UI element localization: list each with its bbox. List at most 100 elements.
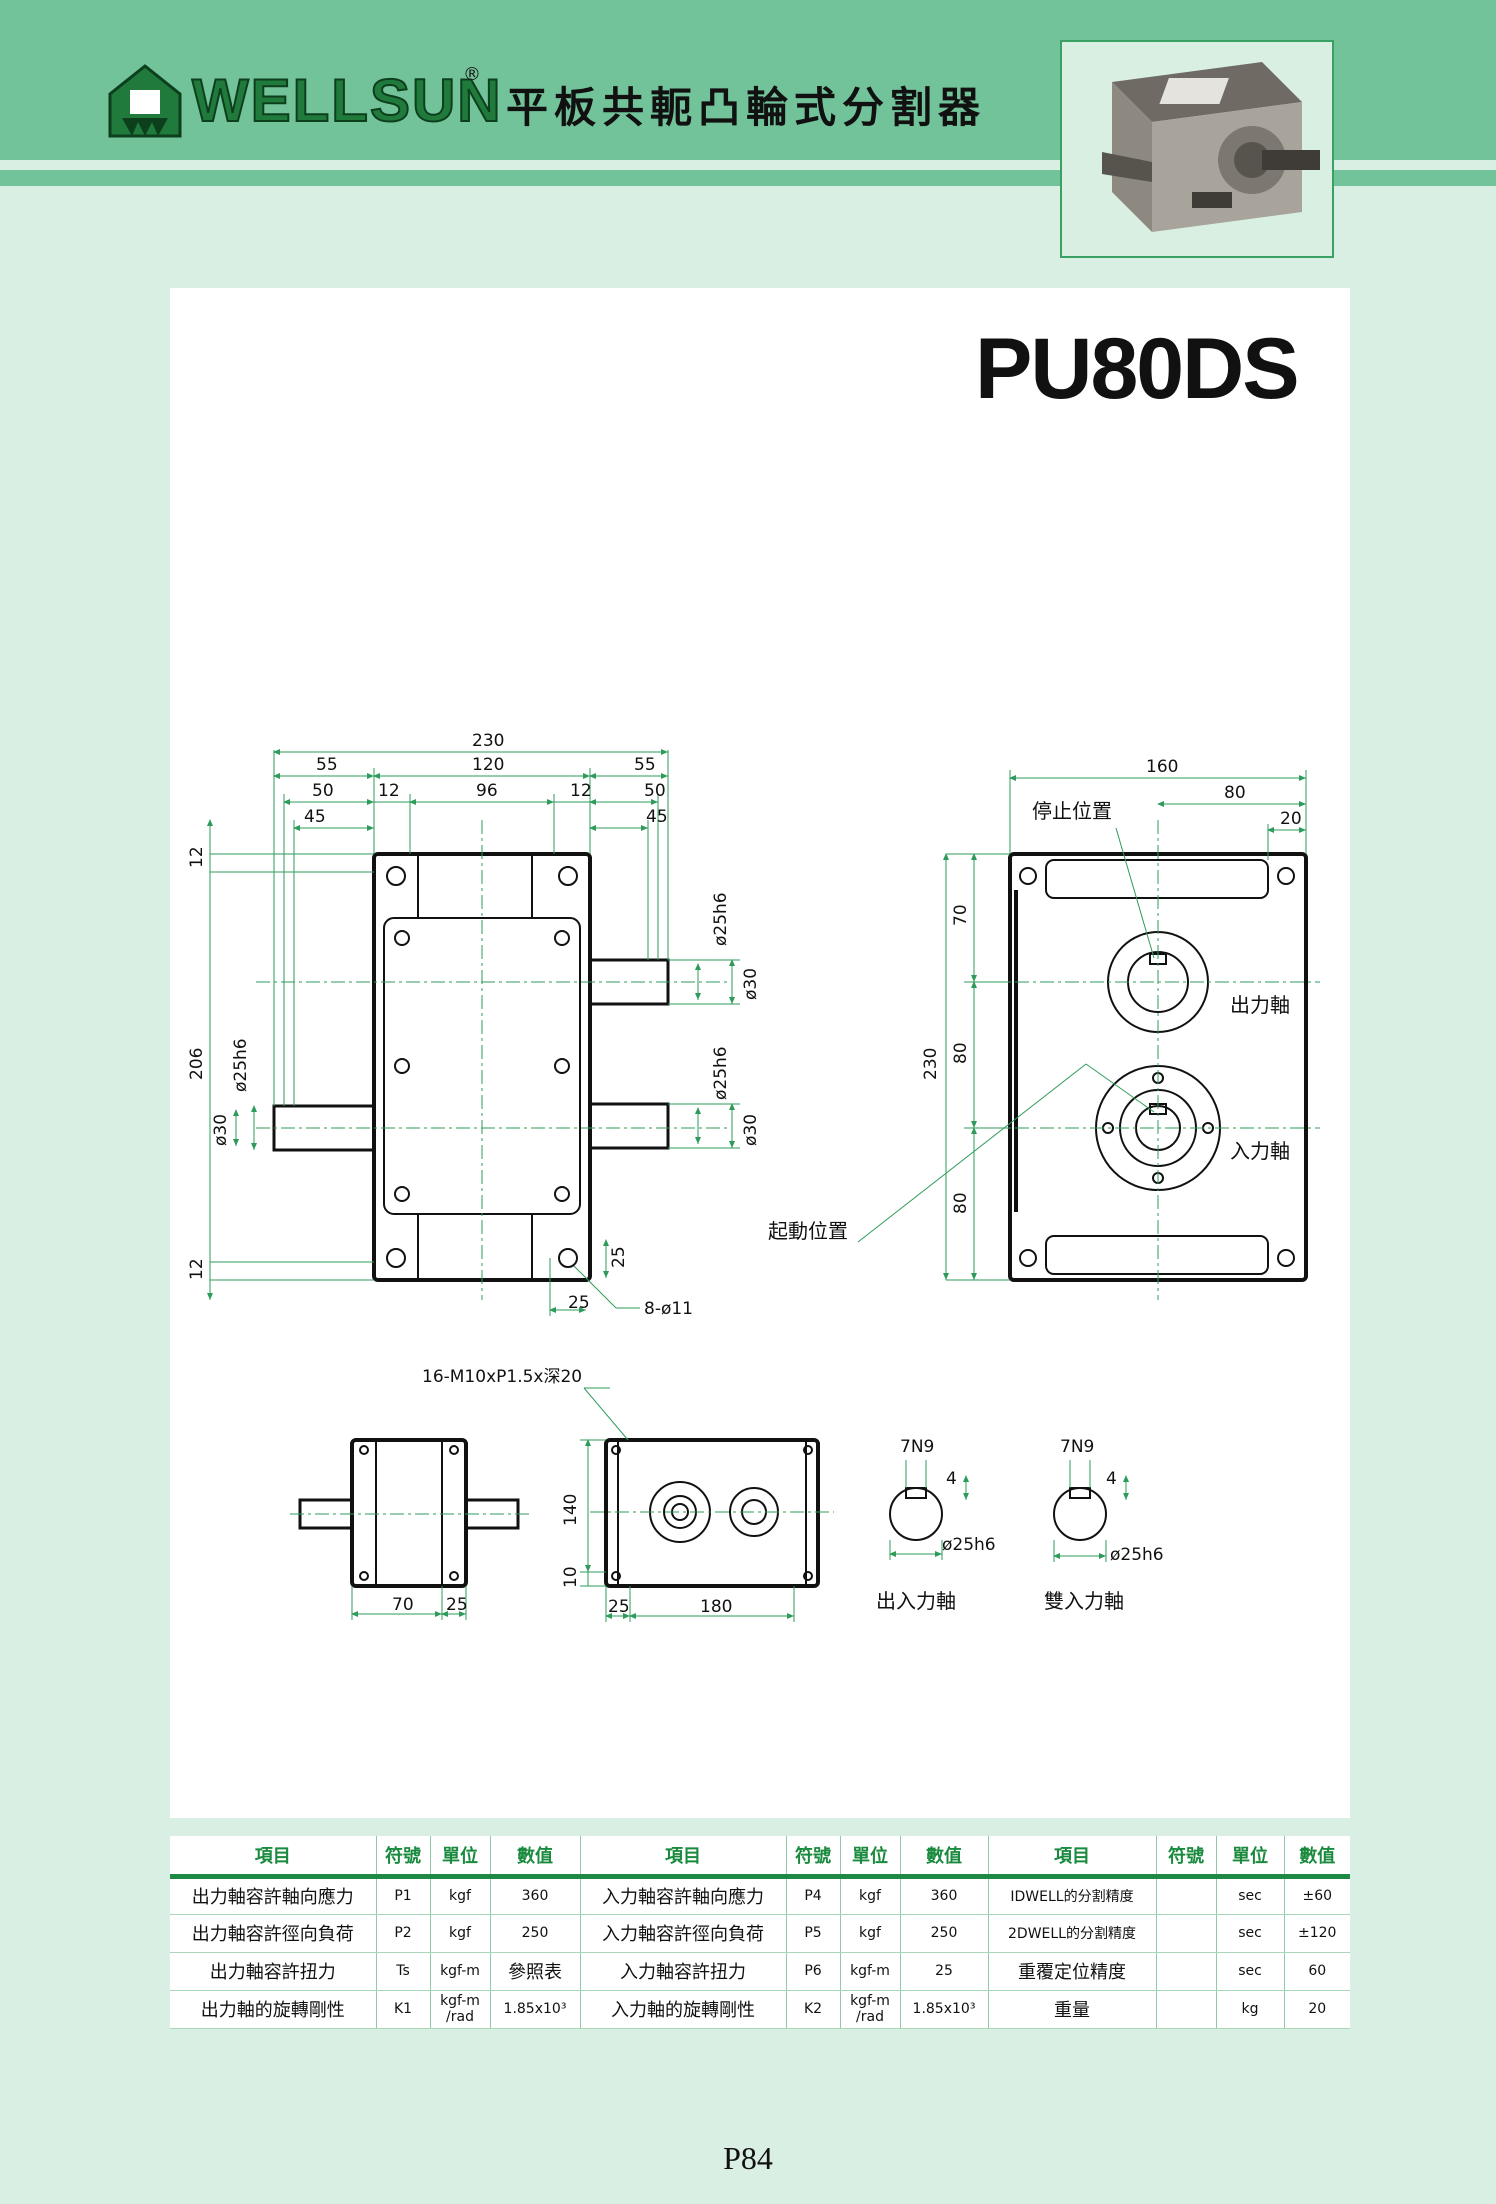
top-view: [604, 1438, 820, 1588]
table-row: 出力軸容許軸向應力 P1 kgf 360 入力軸容許軸向應力 P4 kgf 36…: [170, 1876, 1350, 1915]
dim-top-fit: ø25h6: [711, 892, 731, 946]
dim-side-20: 20: [1280, 809, 1302, 829]
dim-230: 230: [472, 731, 504, 751]
key-depth-io: 4: [946, 1469, 957, 1489]
keyway-dual: 7N9: [1060, 1437, 1094, 1457]
dim-70: 70: [392, 1595, 414, 1615]
holes-note: 8-ø11: [644, 1299, 693, 1319]
table-cell: 重覆定位精度: [988, 1952, 1157, 1991]
dim-10: 10: [561, 1566, 581, 1588]
model-number: PU80DS: [975, 321, 1300, 417]
end-view: [298, 1438, 520, 1588]
dim-45-left: 45: [304, 807, 326, 827]
table-cell: 2DWELL的分割精度: [988, 1914, 1157, 1953]
table-cell: kgf: [840, 1876, 901, 1915]
table-cell: 出力軸容許扭力: [170, 1952, 377, 1991]
dim-side-80-mid: 80: [951, 1042, 971, 1064]
table-row: 出力軸容許徑向負荷 P2 kgf 250 入力軸容許徑向負荷 P5 kgf 25…: [170, 1914, 1350, 1953]
table-cell: 重量: [988, 1990, 1157, 2029]
table-cell: [1156, 1952, 1217, 1991]
dim-side-230: 230: [921, 1048, 941, 1080]
table-cell: 出力軸容許徑向負荷: [170, 1914, 377, 1953]
table-cell: 參照表: [490, 1952, 581, 1991]
table-cell: P5: [786, 1914, 841, 1953]
table-cell: [1156, 1876, 1217, 1915]
front-view: [272, 852, 670, 1282]
table-cell: kgf: [840, 1914, 901, 1953]
dim-160: 160: [1146, 757, 1178, 777]
col-header: 單位: [1216, 1836, 1285, 1879]
dim-hole-25y: 25: [609, 1246, 629, 1268]
table-cell: sec: [1216, 1914, 1285, 1953]
key-depth-dual: 4: [1106, 1469, 1117, 1489]
content-panel: [170, 288, 1350, 1818]
dim-55-right: 55: [634, 755, 656, 775]
brand-name: WELLSUN: [191, 66, 503, 135]
table-cell: kgf: [430, 1914, 491, 1953]
table-cell: 入力軸容許徑向負荷: [580, 1914, 787, 1953]
dim-25a: 25: [446, 1595, 468, 1615]
thread-note: 16-M10xP1.5x深20: [422, 1367, 582, 1387]
output-shaft-label: 出力軸: [1230, 993, 1290, 1017]
keyway-io: 7N9: [900, 1437, 934, 1457]
table-cell: 360: [490, 1876, 581, 1915]
col-header: 數值: [1284, 1836, 1350, 1879]
technical-drawing: 230 55 120 55 50 12 96 12 50 45 45 25 8-…: [170, 700, 1350, 1640]
product-photo: [1060, 40, 1334, 258]
table-cell: ±60: [1284, 1876, 1350, 1915]
table-cell: 出力軸容許軸向應力: [170, 1876, 377, 1915]
dim-96: 96: [476, 781, 498, 801]
table-cell: sec: [1216, 1876, 1285, 1915]
table-cell: P1: [376, 1876, 431, 1915]
table-cell: kgf-m: [430, 1952, 491, 1991]
spec-table: 項目 符號 單位 數值 項目 符號 單位 數值 項目 符號 單位 數值 出力軸容…: [170, 1836, 1350, 2029]
dual-input-caption: 雙入力軸: [1044, 1589, 1124, 1613]
dim-12-right: 12: [570, 781, 592, 801]
dim-50-left: 50: [312, 781, 334, 801]
table-cell: kgf: [430, 1876, 491, 1915]
col-header: 數值: [900, 1836, 989, 1879]
registered-mark: ®: [463, 64, 481, 85]
dim-120: 120: [472, 755, 504, 775]
table-cell: sec: [1216, 1952, 1285, 1991]
table-cell: P4: [786, 1876, 841, 1915]
table-cell: 250: [900, 1914, 989, 1953]
stop-position-label: 停止位置: [1032, 799, 1112, 823]
table-header-row: 項目 符號 單位 數值 項目 符號 單位 數值 項目 符號 單位 數值: [170, 1836, 1350, 1879]
table-cell: 25: [900, 1952, 989, 1991]
fit-io: ø25h6: [942, 1535, 996, 1555]
table-cell: P6: [786, 1952, 841, 1991]
dim-mid-dia: ø30: [741, 1114, 761, 1146]
table-cell: 入力軸容許扭力: [580, 1952, 787, 1991]
table-cell: K2: [786, 1990, 841, 2029]
dim-55-left: 55: [316, 755, 338, 775]
dim-side-80-low: 80: [951, 1192, 971, 1214]
dim-140: 140: [561, 1494, 581, 1526]
table-cell: 出力軸的旋轉剛性: [170, 1990, 377, 2029]
input-shaft-label: 入力軸: [1230, 1139, 1290, 1163]
col-header: 符號: [376, 1836, 431, 1879]
table-cell: 20: [1284, 1990, 1350, 2029]
table-cell: kgf-m /rad: [840, 1990, 901, 2029]
col-header: 單位: [430, 1836, 491, 1879]
dim-mid-fit: ø25h6: [711, 1046, 731, 1100]
page-number: P84: [723, 2140, 773, 2176]
col-header: 項目: [170, 1836, 377, 1879]
col-header: 數值: [490, 1836, 581, 1879]
dim-12-left: 12: [378, 781, 400, 801]
dim-12-bottom: 12: [187, 1258, 207, 1280]
dim-side-70: 70: [951, 904, 971, 926]
col-header: 單位: [840, 1836, 901, 1879]
dim-50-right: 50: [644, 781, 666, 801]
table-cell: P2: [376, 1914, 431, 1953]
table-cell: [1156, 1990, 1217, 2029]
dim-25b: 25: [608, 1597, 630, 1617]
table-cell: IDWELL的分割精度: [988, 1876, 1157, 1915]
logo-icon: [108, 64, 182, 138]
table-cell: 1.85x10³: [490, 1990, 581, 2029]
dim-left-dia: ø30: [211, 1114, 231, 1146]
col-header: 項目: [988, 1836, 1157, 1879]
dim-top-dia: ø30: [741, 968, 761, 1000]
table-cell: 入力軸的旋轉剛性: [580, 1990, 787, 2029]
dim-side-80: 80: [1224, 783, 1246, 803]
